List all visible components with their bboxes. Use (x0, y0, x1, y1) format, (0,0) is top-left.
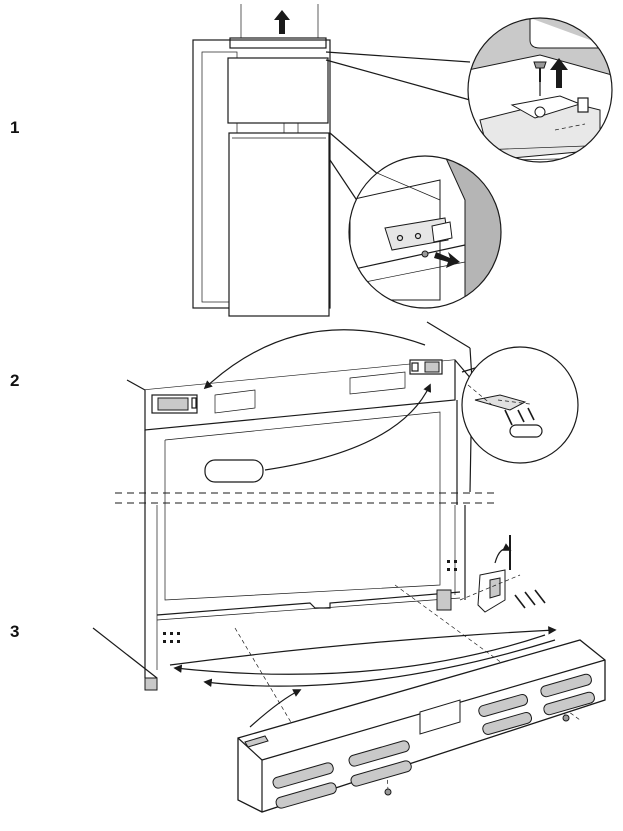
break-lines (115, 492, 498, 504)
up-arrow-icon (550, 58, 568, 88)
step-number-2: 2 (10, 371, 20, 390)
step-number-3: 3 (10, 622, 20, 641)
removal-arrow-icon (434, 252, 460, 268)
screw-icon (384, 714, 570, 796)
detail-middle-hinge (348, 155, 502, 309)
vent-dots (163, 560, 457, 643)
curved-arrow-icon (203, 329, 431, 471)
screw-icon (421, 250, 429, 258)
detail-door-stopper (461, 346, 579, 464)
screw-icon (509, 535, 546, 609)
screw-icon (533, 61, 547, 82)
kick-plate-vents (272, 673, 595, 809)
screw-icon (504, 407, 535, 426)
curved-arrow-icon (169, 626, 557, 687)
step3-door-bottom (92, 505, 581, 791)
up-arrow-icon (274, 10, 290, 34)
detail-top-hinge (467, 17, 613, 163)
step-number-1: 1 (10, 118, 20, 137)
step2-door (126, 321, 486, 505)
kick-plate (237, 639, 606, 813)
step1-fridge (192, 4, 471, 317)
